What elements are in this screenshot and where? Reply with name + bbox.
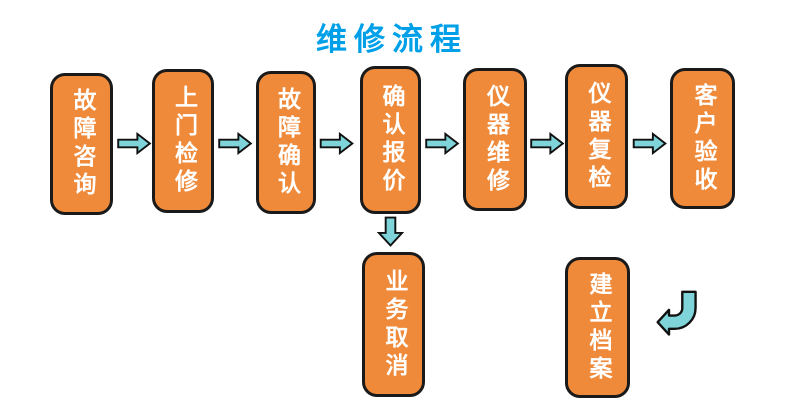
step-label-business-cancel: 业务取消 [381, 268, 407, 381]
right-arrow-icon-5 [529, 132, 566, 155]
right-arrow-icon-6 [631, 132, 669, 155]
step-box-confirm-quote: 确认报价 [360, 66, 421, 214]
step-box-customer-accept: 客户验收 [670, 68, 735, 209]
right-arrow-icon-4 [424, 132, 461, 155]
step-box-fault-consult: 故障咨询 [50, 73, 113, 215]
right-arrow-icon-2 [217, 132, 254, 155]
step-box-create-archive: 建立档案 [565, 257, 630, 398]
step-label-create-archive: 建立档案 [585, 271, 611, 384]
step-box-business-cancel: 业务取消 [362, 252, 425, 397]
step-label-instrument-repair: 仪器维修 [482, 83, 509, 196]
step-label-customer-accept: 客户验收 [690, 82, 716, 195]
step-box-fault-confirm: 故障确认 [256, 71, 316, 214]
step-label-fault-confirm: 故障确认 [273, 86, 300, 199]
right-arrow-icon-3 [318, 132, 356, 155]
step-label-confirm-quote: 确认报价 [378, 84, 404, 196]
page-title: 维修流程 [316, 22, 468, 58]
step-box-onsite-repair: 上门检修 [152, 69, 214, 213]
right-arrow-icon-1 [116, 132, 153, 155]
step-label-instrument-recheck: 仪器复检 [584, 80, 610, 193]
step-box-instrument-repair: 仪器维修 [463, 68, 527, 211]
curved-left-arrow-icon [655, 289, 702, 344]
step-label-onsite-repair: 上门检修 [170, 85, 197, 197]
down-arrow-icon [377, 216, 404, 248]
step-label-fault-consult: 故障咨询 [69, 88, 95, 200]
step-box-instrument-recheck: 仪器复检 [565, 64, 628, 209]
